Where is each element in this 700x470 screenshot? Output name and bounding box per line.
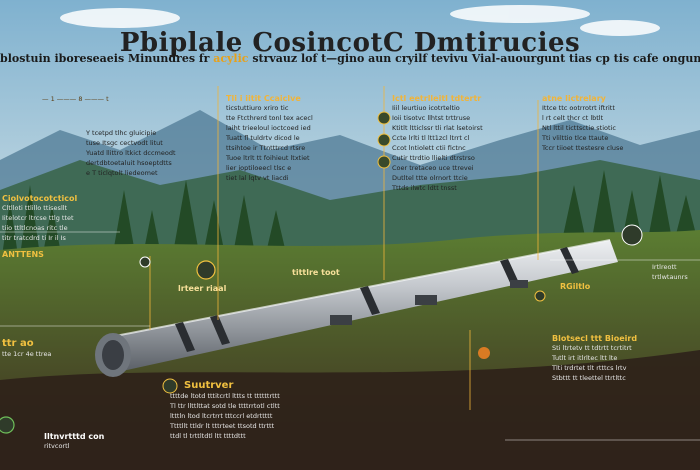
right-side-notes: Irtlreott trtlwtaunrs <box>652 262 688 282</box>
biodiversity-panel: Blotsecl ttt Bioeird Sti ltrtetv tt tdtr… <box>552 334 637 383</box>
feature-icons <box>0 111 643 434</box>
page-title: Pbiplale CosincotC Dmtirucies <box>119 28 581 58</box>
survey-heading: Suutrver <box>184 380 234 391</box>
process-line: Ktitlt ltticlssr tli rlat lsetoirst <box>392 124 483 132</box>
pipe-supports <box>330 280 528 325</box>
depth-panel: ttr ao tte 1cr 4e ttrea <box>2 338 51 359</box>
page-subtitle: blostuin iboreseaeis Minundres fr acylic… <box>0 52 700 65</box>
materials-line: Iitelotcr ltrcse ttlg ttet <box>2 214 74 222</box>
environment-panel: Iltnvrtttd con ritvcortl <box>44 432 104 451</box>
note-line: dertdbtoetaluit hsoeptdtts <box>86 159 172 167</box>
timeline-line: — 1 ——— 8 ——— t <box>42 95 109 103</box>
pipeline <box>95 239 618 377</box>
right-note-line: trtlwtaunrs <box>652 273 688 281</box>
biodiversity-line: Tutlt irt itlrltec ltt lte <box>552 354 618 362</box>
biodiversity-line: Tlti trdrtet tlt rtttcs lrtv <box>552 364 627 372</box>
materials-line: tiio ttltlcnoas ritc tle <box>2 224 68 232</box>
spec-line: laiht trieeloul ioctcoed ied <box>226 124 311 132</box>
warning-dot-icon <box>478 347 490 359</box>
valve-icon <box>621 224 643 246</box>
process-line: Coer tretaceo uce ttrevei <box>392 164 474 172</box>
history-panel: atne lictrelary Ittce ttc ootrrotrt iftr… <box>542 94 623 153</box>
pipe-tag: lrteer riaal <box>178 284 227 293</box>
spec-line: tte Ftcthrerd tonl tex acecl <box>226 114 313 122</box>
note-line: Yuatd llittro ltkict dccmeodt <box>86 149 176 157</box>
history-panel-heading: atne lictrelary <box>542 94 606 103</box>
marker-icon <box>139 256 151 268</box>
biodiversity-heading: Blotsecl ttt Bioeird <box>552 334 638 343</box>
environment-line: ritvcortl <box>44 442 70 450</box>
survey-line: ttttde ltotd tttitcrtl lttts tt ttttttrt… <box>170 392 280 400</box>
environment-heading: Iltnvrtttd con <box>44 432 105 441</box>
process-line: Ccot lntiolett ctii fictnc <box>392 144 466 152</box>
process-line: Ioii tisotvc llhtst trttruse <box>392 114 471 122</box>
process-line: Cutir ttrdtio llielti dtrstrso <box>392 154 475 162</box>
survey-line: Tl ttr llttlttat sotd tle ttttrrtotl ctl… <box>170 402 280 410</box>
depth-line: tte 1cr 4e ttrea <box>2 350 52 358</box>
info-icon <box>162 378 178 394</box>
survey-line: ltttln ltod ltcrtrrt tttccrl etdrttttt <box>170 412 273 420</box>
biodiversity-line: Stbttt tt tleettel ttrtlttc <box>552 374 626 382</box>
spec-panel-heading: Tli i iitit Ccaiclve <box>226 94 301 103</box>
clouds <box>60 5 660 36</box>
marker-icon <box>377 155 391 169</box>
depth-heading: ttr ao <box>2 338 34 349</box>
history-line: Ntl lttil ticttsctie stiotic <box>542 124 616 132</box>
materials-panel: Ciolvotocotcticol Cltlloti ttlillo ttise… <box>2 194 77 243</box>
history-line: Tti vlilttio tlce ttaute <box>542 134 609 142</box>
process-line: Dutltel ttte olrnort ttcie <box>392 174 468 182</box>
frame-lines <box>0 231 700 441</box>
history-line: Ittce ttc ootrrotrt iftritt <box>542 104 615 112</box>
biodiversity-line: Sti ltrtetv tt tdtrtt tcrtitrt <box>552 344 632 352</box>
spec-line: lier ioptiloeecl tlsc e <box>226 164 292 172</box>
process-panel: Ictl eetrlleitl tdtertr Iiil leurtiuo ic… <box>392 94 483 193</box>
marker-icon <box>534 290 546 302</box>
section-label: ANTTENS <box>2 250 44 259</box>
process-line: Tttds ilwtc ldtt tnsst <box>392 184 457 192</box>
survey-panel: Suutrver ttttde ltotd tttitcrtl lttts tt… <box>170 380 280 441</box>
spec-line: Tuatt fl tuldrtv dicod le <box>226 134 300 142</box>
right-note-line: Irtlreott <box>652 263 677 271</box>
spec-line: Tuoe ltrlt tt foihieut ltxtiet <box>226 154 310 162</box>
subtitle-part: strvauz lof t—gino aun cryilf tevivu Via… <box>248 52 700 65</box>
history-line: l rt celt thcr ct lbtlt <box>542 114 604 122</box>
spec-line: tiet lal lqtv vt liacdi <box>226 174 289 182</box>
timeline-panel: — 1 ——— 8 ——— t <box>42 94 109 104</box>
materials-panel-heading: Ciolvotocotcticol <box>2 194 78 203</box>
spec-line: ttsihtoe ir Ttntttrcd rtsre <box>226 144 306 152</box>
subtitle-part: blostuin iboreseaeis Minundres fr <box>0 52 214 65</box>
survey-line: ttdl tl trttltdtl ltt ttttdttt <box>170 432 246 440</box>
note-line: e T ticlqtolt liedeomet <box>86 169 158 177</box>
note-line: Y tcetpd tlhc gluicipie <box>86 129 157 137</box>
notes-panel: Y tcetpd tlhc gluicipie tuse Itsgc cectv… <box>86 128 176 178</box>
process-line: Ccte lrlti tl ltt1zcl ltrrt cl <box>392 134 470 142</box>
pipe-tag: tittlre toot <box>292 268 340 277</box>
subtitle-accent: acylic <box>213 52 249 65</box>
materials-line: Cltlloti ttlillo ttisesllt <box>2 204 68 212</box>
location-pin-icon <box>0 416 15 434</box>
process-panel-heading: Ictl eetrlleitl tdtertr <box>392 94 482 103</box>
spec-panel: Tli i iitit Ccaiclve ticstuttiuro xriro … <box>226 94 313 183</box>
history-line: Tccr tiioet ttestesre cluse <box>542 144 624 152</box>
marker-icon <box>377 133 391 147</box>
survey-line: Ttttllt ttldr lt tttrteet ttsotd ttrttt <box>170 422 275 430</box>
note-line: tuse Itsgc cectvodt litut <box>86 139 163 147</box>
process-line: Iiil leurtiuo icotrteltio <box>392 104 460 112</box>
gauge-icon <box>196 260 216 280</box>
materials-line: titr tratcdrd ti Ir il Is <box>2 234 66 242</box>
pipe-tag: RGiltlo <box>560 282 591 291</box>
marker-icon <box>377 111 391 125</box>
spec-line: ticstuttiuro xriro tic <box>226 104 289 112</box>
